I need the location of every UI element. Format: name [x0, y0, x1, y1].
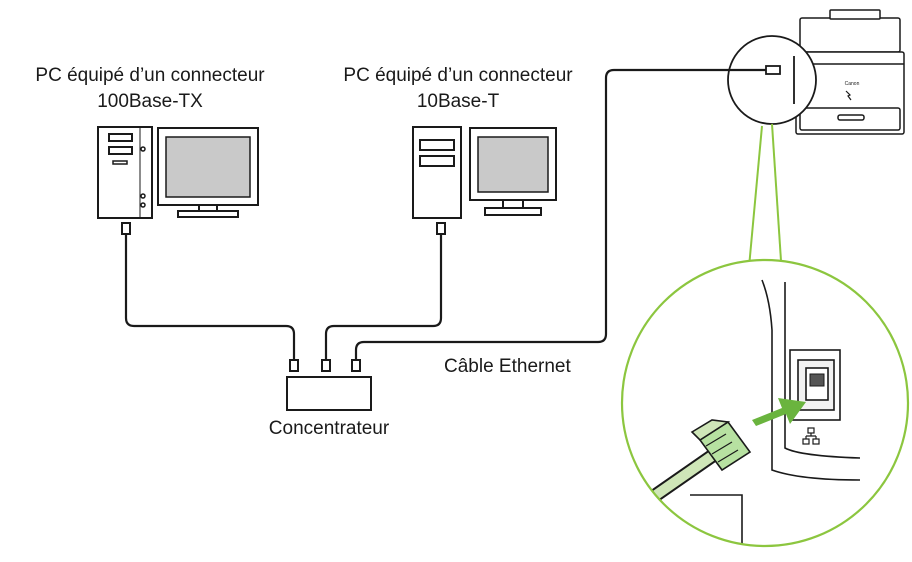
- zoom-link-right: [771, 123, 783, 277]
- pc2: [412, 126, 557, 235]
- hub-port-1: [289, 359, 299, 372]
- pc2-label-line1: PC équipé d’un connecteur: [343, 65, 573, 86]
- pc1-drive-slot: [112, 160, 128, 165]
- pc1-button-2: [140, 202, 146, 208]
- printer-scanner: [799, 17, 901, 53]
- pc2-drive-bay-2: [419, 155, 455, 167]
- zoom-circle-large: [620, 258, 910, 548]
- hub-port-2: [321, 359, 331, 372]
- hub: [286, 359, 372, 411]
- pc1-tower: [97, 126, 153, 219]
- pc1: [97, 126, 259, 235]
- pc2-screen: [477, 136, 549, 193]
- pc2-drive-bay: [419, 139, 455, 151]
- pc1-screen: [165, 136, 251, 198]
- pc1-monitor-base: [177, 210, 239, 218]
- printer-brand: Canon: [845, 81, 860, 87]
- pc1-plug-icon: [121, 222, 131, 235]
- hub-label: Concentrateur: [269, 418, 390, 439]
- pc1-label-line2: 100Base-TX: [97, 91, 203, 112]
- printer-arrow-mark: [845, 90, 852, 101]
- cable-hub-printer: [354, 68, 764, 360]
- pc2-monitor-base: [484, 207, 542, 216]
- printer-side-panel: [761, 279, 861, 481]
- pc1-led: [140, 146, 146, 152]
- zoom-circle-plug: [765, 65, 781, 75]
- insert-arrow: [752, 398, 806, 426]
- hub-port-3: [351, 359, 361, 372]
- lan-port-contacts: [809, 373, 825, 387]
- printer-feeder-tray: [829, 9, 881, 20]
- zoom-link-left: [747, 125, 763, 279]
- pc1-label-line1: PC équipé d’un connecteur: [35, 65, 265, 86]
- cables: [124, 68, 764, 360]
- printer-tray-handle: [837, 114, 865, 121]
- printer: Canon: [795, 9, 905, 135]
- pc1-button: [140, 193, 146, 199]
- pc2-label-line2: 10Base-T: [417, 91, 500, 112]
- pc1-drive-bay-2: [108, 146, 133, 155]
- cable-pc2-hub: [324, 234, 443, 360]
- rj45-plug: [690, 419, 752, 472]
- zoom-circle-small: [727, 35, 817, 125]
- network-icon: [802, 427, 820, 445]
- printer-lower-panel: [690, 494, 743, 546]
- zoom-circle-large-bg: [622, 260, 908, 546]
- pc1-drive-bay: [108, 133, 133, 142]
- printer-side-edge: [784, 282, 861, 459]
- cable-label: Câble Ethernet: [444, 356, 571, 377]
- cable-pc1-hub: [124, 234, 296, 360]
- hub-body: [286, 376, 372, 411]
- zoom-detail: [620, 258, 910, 548]
- pc2-monitor-neck: [502, 199, 524, 209]
- pc2-plug-icon: [436, 222, 446, 235]
